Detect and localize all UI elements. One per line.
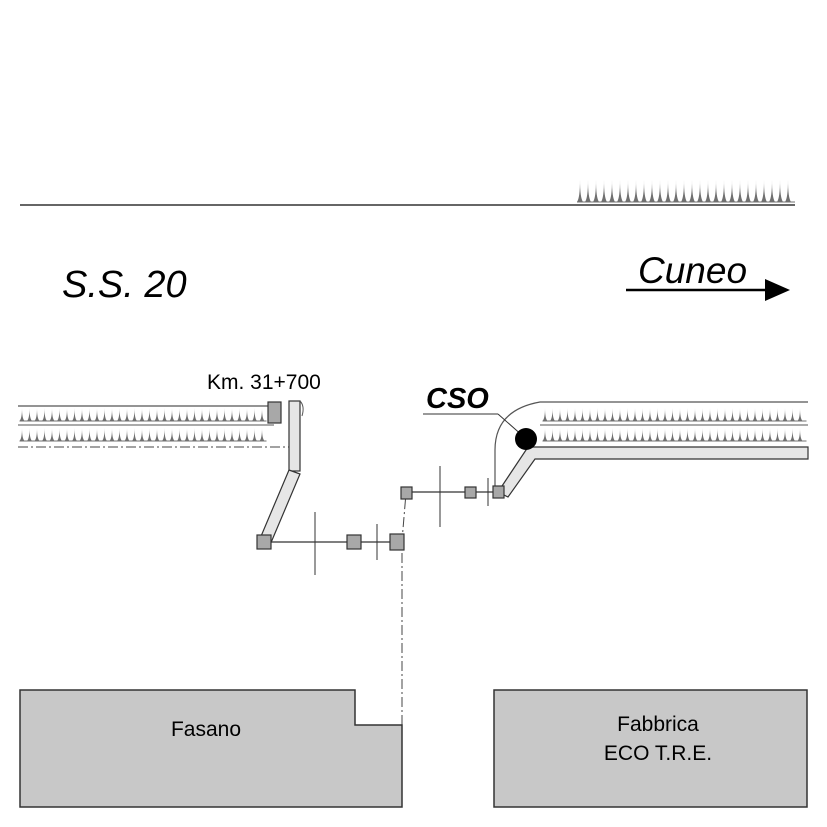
post-line-right: [400, 466, 505, 527]
cso-dot-icon: [515, 428, 537, 450]
hedge-spikes-icon: [542, 428, 807, 442]
hedge-spikes-icon: [19, 408, 267, 422]
kilometre-post: [267, 401, 282, 424]
post-line-left: [256, 512, 405, 575]
building-fabbrica-label-line1: Fabbrica: [617, 713, 699, 736]
cso-label: CSO: [426, 383, 489, 415]
guardrail-left: [18, 405, 300, 448]
hedge-spikes-icon: [19, 428, 267, 442]
direction-arrowhead-icon: [765, 279, 790, 301]
guardrail-rail-right: [497, 446, 809, 498]
building-fasano-label: Fasano: [171, 718, 241, 741]
building-fabbrica: Fabbrica ECO T.R.E.: [493, 689, 808, 808]
kilometre-marker-label: Km. 31+700: [207, 371, 321, 394]
hedge-spikes-icon: [542, 408, 807, 422]
road-name-label: S.S. 20: [62, 264, 187, 306]
guardrail-right: [494, 401, 809, 498]
direction-label: Cuneo: [638, 250, 747, 291]
direction-indicator: Cuneo: [626, 250, 790, 301]
building-fasano: Fasano: [19, 689, 403, 808]
axis-line: [401, 492, 407, 725]
building-fabbrica-label-line2: ECO T.R.E.: [604, 742, 712, 765]
hedge-spikes-icon: [577, 180, 795, 203]
